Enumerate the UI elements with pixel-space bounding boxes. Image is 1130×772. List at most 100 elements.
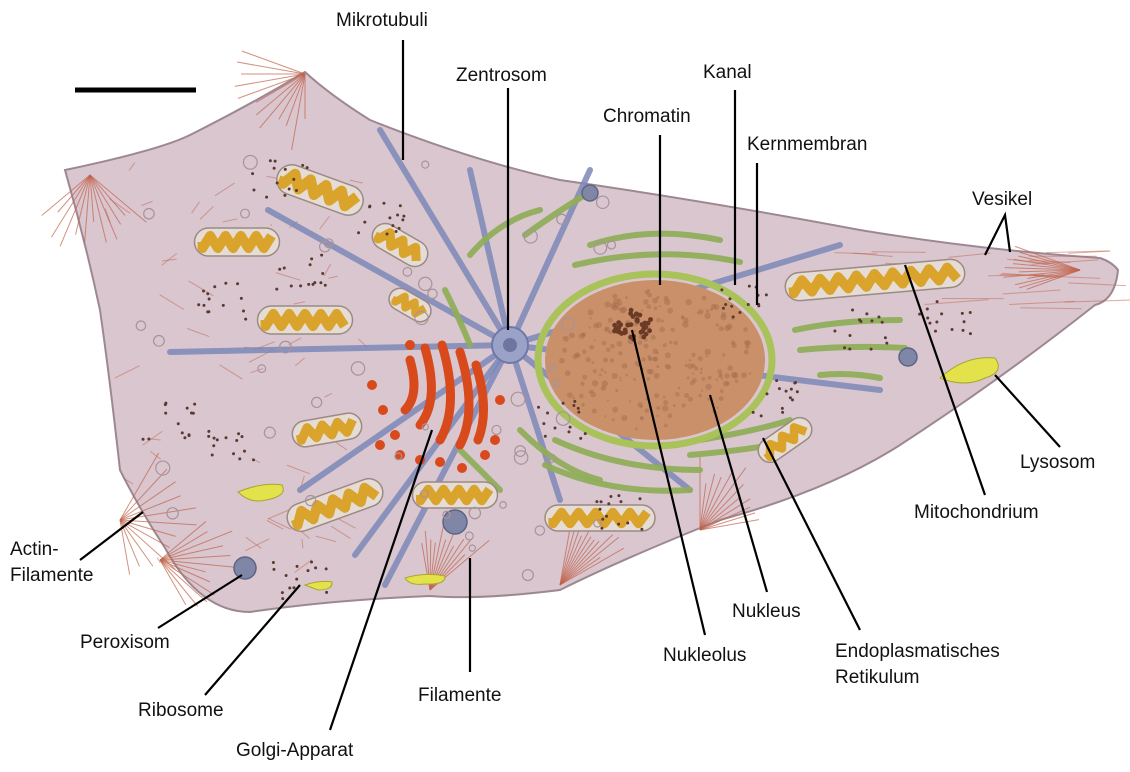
ribosome: [244, 318, 247, 321]
ribosome: [283, 267, 286, 270]
chromatin-granule: [681, 316, 685, 320]
chromatin-granule: [716, 379, 718, 381]
golgi-vesicle: [457, 463, 467, 473]
chromatin-granule: [731, 343, 736, 348]
mitochondrion: [195, 228, 280, 256]
ribosome: [292, 178, 295, 181]
chromatin-granule: [663, 400, 668, 405]
ribosome: [363, 221, 366, 224]
ribosome: [926, 308, 929, 311]
chromatin-granule: [643, 299, 649, 305]
actin-filament: [872, 252, 926, 253]
ribosome: [848, 347, 851, 350]
ribosome: [724, 303, 727, 306]
chromatin-granule: [698, 394, 702, 398]
ribosome: [186, 407, 189, 410]
label-nukleus: Nukleus: [732, 601, 801, 622]
chromatin-granule: [744, 350, 749, 355]
chromatin-granule: [572, 397, 575, 400]
chromatin-granule: [610, 303, 616, 309]
golgi-vesicle: [378, 405, 388, 415]
ribosome: [325, 591, 328, 594]
ribosome: [738, 311, 741, 314]
chromatin-granule: [617, 298, 620, 301]
ribosome: [265, 196, 268, 199]
ribosome: [546, 412, 549, 415]
ribosome: [278, 268, 281, 271]
ribosome: [274, 160, 277, 163]
chromatin-granule: [700, 372, 703, 375]
ribosome: [243, 450, 246, 453]
ribosome: [232, 452, 235, 455]
mitochondrion-cristae: [421, 489, 490, 500]
ribosome: [368, 205, 371, 208]
ribosome: [796, 390, 799, 393]
peroxisome: [899, 348, 917, 366]
chromatin-granule: [656, 406, 660, 410]
actin-filament: [237, 62, 305, 74]
ribosome: [285, 574, 288, 577]
chromatin-granule: [639, 405, 642, 408]
nucleolus-granule: [625, 323, 630, 328]
chromatin-granule: [647, 289, 650, 292]
chromatin-granule: [664, 423, 668, 427]
chromatin-granule: [682, 404, 686, 408]
chromatin-granule: [638, 340, 642, 344]
label-peroxisom: Peroxisom: [80, 632, 170, 653]
chromatin-granule: [605, 301, 611, 307]
ribosome: [357, 231, 360, 234]
chromatin-granule: [691, 353, 695, 357]
chromatin-granule: [615, 389, 618, 392]
ribosome: [870, 348, 873, 351]
chromatin-granule: [654, 393, 659, 398]
nucleolus-granule: [643, 321, 648, 326]
chromatin-granule: [684, 393, 689, 398]
chromatin-granule: [678, 387, 681, 390]
label-zentrosom: Zentrosom: [456, 65, 547, 86]
ribosome: [398, 227, 401, 230]
chromatin-granule: [656, 365, 659, 368]
chromatin-granule: [673, 404, 676, 407]
ribosome: [577, 407, 580, 410]
ribosome: [310, 561, 313, 564]
ribosome: [273, 167, 276, 170]
golgi-vesicle: [390, 430, 400, 440]
ribosome: [295, 189, 298, 192]
ribosome: [290, 285, 293, 288]
chromatin-granule: [621, 415, 627, 421]
ribosome: [790, 388, 793, 391]
ribosome: [572, 404, 575, 407]
ribosome: [843, 346, 846, 349]
chromatin-granule: [625, 296, 628, 299]
nucleolus-granule: [647, 328, 652, 333]
golgi-vesicle: [375, 440, 385, 450]
chromatin-granule: [612, 407, 618, 413]
chromatin-granule: [716, 323, 719, 326]
chromatin-granule: [656, 318, 661, 323]
chromatin-granule: [723, 381, 729, 387]
golgi-vesicle: [435, 457, 445, 467]
nucleolus-granule: [617, 325, 622, 330]
nucleus: [538, 274, 772, 446]
ribosome: [720, 288, 723, 291]
golgi-vesicle: [495, 395, 505, 405]
ribosome: [567, 430, 570, 433]
chromatin-granule: [654, 373, 660, 379]
ribosome: [609, 495, 612, 498]
ribosome: [197, 303, 200, 306]
chromatin-granule: [657, 415, 659, 417]
chromatin-granule: [603, 358, 608, 363]
ribosome: [969, 332, 972, 335]
chromatin-granule: [601, 368, 604, 371]
chromatin-granule: [688, 363, 694, 369]
ribosome: [281, 591, 284, 594]
peroxisome: [582, 185, 598, 201]
ribosome: [399, 204, 402, 207]
ribosome: [928, 322, 931, 325]
chromatin-granule: [629, 400, 631, 402]
chromatin-granule: [702, 296, 707, 301]
ribosome: [325, 567, 328, 570]
chromatin-granule: [592, 380, 598, 386]
chromatin-granule: [612, 418, 615, 421]
